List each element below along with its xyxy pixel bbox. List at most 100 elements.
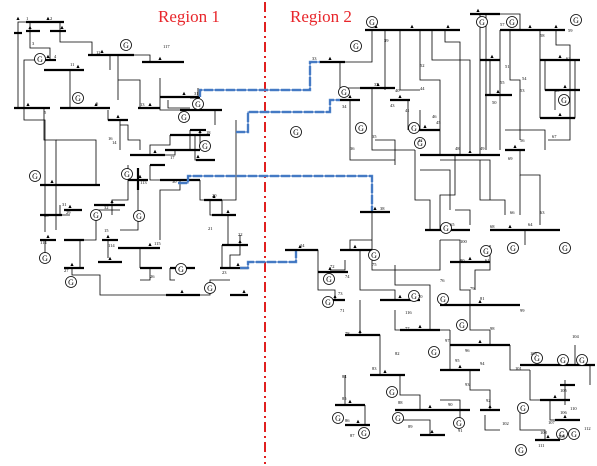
- bus-number: 90: [448, 402, 453, 407]
- bus-number: 46: [432, 114, 437, 119]
- bus-number: 39: [384, 38, 389, 43]
- bus-number: 109: [558, 434, 566, 439]
- bus-number: 74: [345, 274, 350, 279]
- bus-number: 71: [340, 308, 345, 313]
- bus-number: 79: [470, 286, 475, 291]
- bus-number: 49: [480, 146, 485, 151]
- bus-number: 13: [140, 102, 145, 107]
- bus-number: 48: [455, 146, 460, 151]
- bus-number: 3: [32, 41, 35, 46]
- bus-number: 78: [345, 331, 350, 336]
- bus-number: 45: [436, 120, 441, 125]
- bus-number: 114: [40, 240, 47, 245]
- bus-number: 28: [44, 213, 49, 218]
- bus-number: 55: [500, 80, 505, 85]
- bus-number: 97: [445, 338, 450, 343]
- bus-number: 58: [540, 33, 545, 38]
- bus-number: 36: [350, 146, 355, 151]
- bus-number: 18: [206, 130, 211, 135]
- bus-number: 83: [372, 366, 377, 371]
- bus-number: 32: [104, 205, 109, 210]
- region-2-label: Region 2: [290, 7, 352, 26]
- bus-number: 100: [460, 239, 468, 244]
- bus-number: 69: [508, 156, 513, 161]
- bus-number: 12: [96, 50, 101, 55]
- bus-number: 35: [372, 134, 377, 139]
- bus-number: 50: [492, 100, 497, 105]
- bus-number: 87: [350, 433, 355, 438]
- bus-number: 89: [408, 424, 413, 429]
- bus-number: 106: [560, 410, 568, 415]
- bus-number: 72: [330, 264, 335, 269]
- bus-number: 116: [405, 310, 412, 315]
- bus-number: 88: [398, 400, 403, 405]
- bus-number: 114: [108, 243, 115, 248]
- bus-number: 26: [150, 274, 155, 279]
- bus-number: 54: [522, 76, 527, 81]
- bus-number: 75: [372, 262, 377, 267]
- bus-number: 41: [405, 108, 410, 113]
- region-2-network: 33 37 34 39 52 44 43 42 58 59 62 60 50 5…: [285, 8, 595, 456]
- bus-number: 110: [570, 406, 577, 411]
- bus-number: 40: [395, 88, 400, 93]
- bus-number: 96: [465, 348, 470, 353]
- bus-number: 103: [530, 351, 538, 356]
- bus-number: 60: [555, 88, 560, 93]
- bus-number: 84: [342, 374, 347, 379]
- bus-number: 77: [405, 326, 410, 331]
- bus-number: 2: [50, 16, 52, 21]
- bus-number: 31: [62, 202, 67, 207]
- bus-number: 24: [300, 243, 305, 248]
- region-1-network: 1 2 3 4 5 6 12 11 13 16 17 18 31 30 117 …: [14, 16, 248, 297]
- bus-number: 76: [440, 278, 445, 283]
- bus-number: 59: [568, 28, 573, 33]
- bus-number: 17: [170, 155, 175, 160]
- bus-number: 91: [458, 428, 463, 433]
- bus-number: 31: [194, 91, 199, 96]
- bus-number: 73: [338, 291, 343, 296]
- bus-number: 51: [505, 64, 510, 69]
- bus-number: 102: [502, 421, 509, 426]
- bus-number: 94: [480, 361, 485, 366]
- bus-number: 61: [485, 258, 490, 263]
- bus-number: 52: [420, 63, 425, 68]
- bus-number: 1: [26, 16, 28, 21]
- bus-number: 117: [163, 44, 170, 49]
- bus-number: 66: [510, 210, 515, 215]
- bus-number: 64: [528, 222, 533, 227]
- bus-number: 30: [172, 179, 177, 184]
- bus-number: 65: [450, 222, 455, 227]
- bus-number: 101: [515, 366, 522, 371]
- bus-number: 11: [70, 62, 74, 67]
- bus-number: 99: [520, 308, 525, 313]
- bus-number: 95: [455, 358, 460, 363]
- bus-number: 112: [584, 426, 591, 431]
- tie-lines: [178, 60, 374, 270]
- bus-number: 37: [374, 82, 379, 87]
- bus-number: 113: [140, 180, 147, 185]
- bus-number: 108: [540, 430, 548, 435]
- bus-number: 107: [548, 420, 556, 425]
- bus-number: 56: [520, 138, 525, 143]
- bus-number: 21: [208, 226, 213, 231]
- bus-number: 80: [460, 258, 465, 263]
- bus-number: 67: [552, 134, 557, 139]
- bus-number: 86: [345, 418, 350, 423]
- bus-number: 27: [64, 268, 69, 273]
- bus-number: 81: [480, 296, 485, 301]
- bus-number: 44: [420, 86, 425, 91]
- bus-number: 43: [390, 103, 395, 108]
- bus-number: 42: [418, 138, 423, 143]
- bus-number: 53: [520, 88, 525, 93]
- bus-number: 105: [560, 388, 568, 393]
- bus-number: 38: [380, 206, 385, 211]
- bus-number: 15: [104, 228, 109, 233]
- bus-number: 20: [212, 193, 217, 198]
- bus-number: 82: [395, 351, 400, 356]
- bus-number: 70: [418, 294, 423, 299]
- bus-number: 115: [154, 241, 161, 246]
- bus-number: 85: [342, 396, 347, 401]
- bus-number: 104: [572, 334, 580, 339]
- bus-number: 16: [108, 136, 113, 141]
